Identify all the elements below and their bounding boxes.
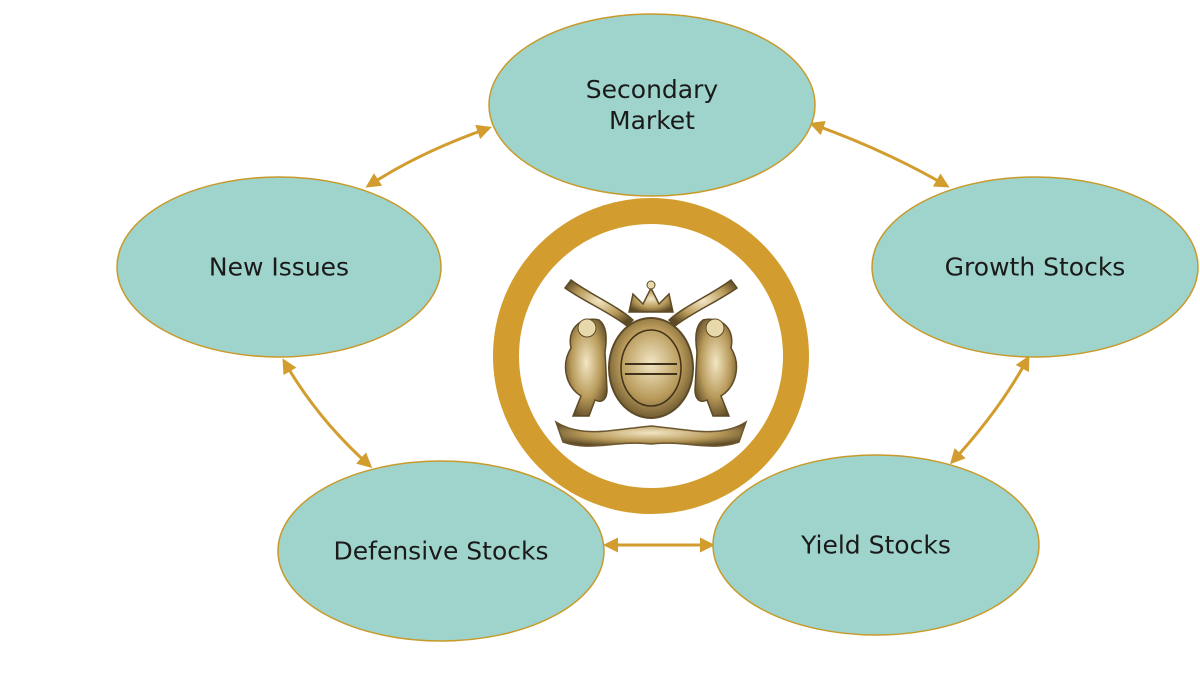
node-label-secondary-market: Secondary Market (586, 74, 718, 136)
node-secondary (488, 13, 816, 197)
center-emblem (493, 198, 809, 514)
node-label-growth-text: Growth Stocks (944, 252, 1126, 282)
node-new-issues (116, 176, 442, 358)
node-layer (116, 13, 1199, 642)
node-label-defensive-text: Defensive Stocks (333, 536, 549, 566)
arrow-new-issues-defensive (282, 358, 373, 468)
node-label-growth-stocks: Growth Stocks (945, 252, 1126, 283)
node-label-secondary-line-2: Market (609, 106, 695, 135)
node-label-new-issues-text: New Issues (208, 252, 350, 282)
node-label-defensive-stocks: Defensive Stocks (334, 536, 549, 567)
node-yield (712, 454, 1040, 636)
arrow-secondary-growth (809, 120, 950, 188)
node-growth (871, 176, 1199, 358)
node-label-yield-stocks: Yield Stocks (801, 530, 951, 561)
node-label-yield-text: Yield Stocks (801, 530, 951, 560)
arrow-new-issues-secondary (365, 124, 492, 188)
node-label-secondary-line-1: Secondary (585, 75, 719, 104)
node-defensive (277, 460, 605, 642)
node-label-new-issues: New Issues (209, 252, 349, 283)
arrow-growth-yield (949, 355, 1030, 465)
coat-of-arms-icon (554, 278, 748, 447)
edge-layer (282, 120, 1030, 553)
